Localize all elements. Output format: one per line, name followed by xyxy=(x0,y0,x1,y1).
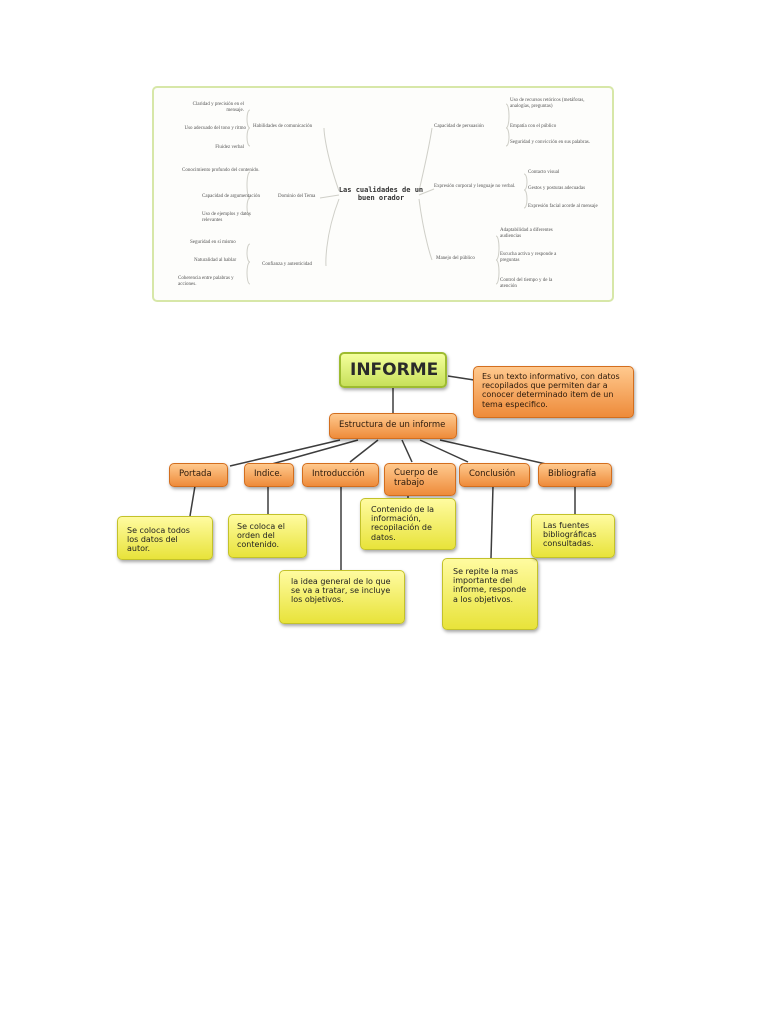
desc-node-portada: Se coloca todos los datos del autor. xyxy=(117,516,213,560)
mindmap-leaf: Capacidad de argumentación xyxy=(202,194,260,199)
mindmap-panel: Las cualidades de un buen orador Habilid… xyxy=(152,86,614,302)
mindmap-leaf: Coherencia entre palabras y acciones. xyxy=(178,276,234,287)
desc-node-introduccion: la idea general de lo que se va a tratar… xyxy=(279,570,405,624)
mindmap-leaf: Fluidez verbal xyxy=(215,145,244,150)
mindmap-leaf: Empatía con el público xyxy=(510,124,557,129)
mindmap-leaf: Conocimiento profundo del contenido. xyxy=(182,168,260,173)
mindmap-links xyxy=(246,103,528,285)
mindmap-leaf: Seguridad y convicción en sus palabras. xyxy=(510,140,590,145)
mindmap-branch-label: Dominio del Tema xyxy=(278,194,316,199)
structure-node: Estructura de un informe xyxy=(329,413,457,439)
desc-node-cuerpo: Contenido de la información, recopilació… xyxy=(360,498,456,550)
mindmap-leaf: Gestos y posturas adecuadas xyxy=(528,186,586,191)
part-node-portada: Portada xyxy=(169,463,228,487)
definition-node: Es un texto informativo, con datos recop… xyxy=(473,366,634,418)
mindmap-branch-label: Expresión corporal y lenguaje no verbal. xyxy=(434,184,516,189)
part-node-bibliografia: Bibliografía xyxy=(538,463,612,487)
desc-node-conclusion: Se repite la mas importante del informe,… xyxy=(442,558,538,630)
mindmap-leaf: Claridad y precisión en el mensaje. xyxy=(192,102,244,113)
part-node-indice: Indice. xyxy=(244,463,294,487)
mindmap-branch-label: Habilidades de comunicación xyxy=(253,124,313,129)
desc-node-bibliografia: Las fuentes bibliográficas consultadas. xyxy=(531,514,615,558)
mindmap-leaf: Escucha activa y responde a preguntas xyxy=(500,252,557,263)
mindmap-leaf: Seguridad en sí mismo xyxy=(190,240,236,245)
desc-node-indice: Se coloca el orden del contenido. xyxy=(228,514,307,558)
part-node-introduccion: Introducción xyxy=(302,463,379,487)
part-node-conclusion: Conclusión xyxy=(459,463,530,487)
part-node-cuerpo: Cuerpo de trabajo xyxy=(384,463,456,496)
mindmap-leaf: Naturalidad al hablar xyxy=(194,258,237,263)
mindmap-branch-label: Manejo del público xyxy=(436,256,475,261)
mindmap-leaf: Uso de ejemplos y datos relevantes xyxy=(202,212,251,223)
mindmap-branch-label: Capacidad de persuasión xyxy=(434,124,484,129)
mindmap-leaf: Expresión facial acorde al mensaje xyxy=(528,204,598,209)
informe-title-node: INFORME xyxy=(339,352,447,388)
informe-diagram: INFORME Es un texto informativo, con dat… xyxy=(0,340,768,640)
mindmap-leaf: Adaptabilidad a diferentes audiencias xyxy=(500,228,553,239)
mindmap-center-topic: Las cualidades de un buen orador xyxy=(338,186,424,203)
mindmap-leaf: Contacto visual xyxy=(528,170,560,175)
mindmap-leaf: Control del tiempo y de la atención xyxy=(500,278,553,289)
informe-connectors xyxy=(189,375,576,570)
mindmap-leaf: Uso de recursos retóricos (metáforas, an… xyxy=(510,98,585,109)
mindmap-leaf: Uso adecuado del tono y ritmo xyxy=(184,126,246,131)
mindmap-branch-label: Confianza y autenticidad xyxy=(262,262,312,267)
